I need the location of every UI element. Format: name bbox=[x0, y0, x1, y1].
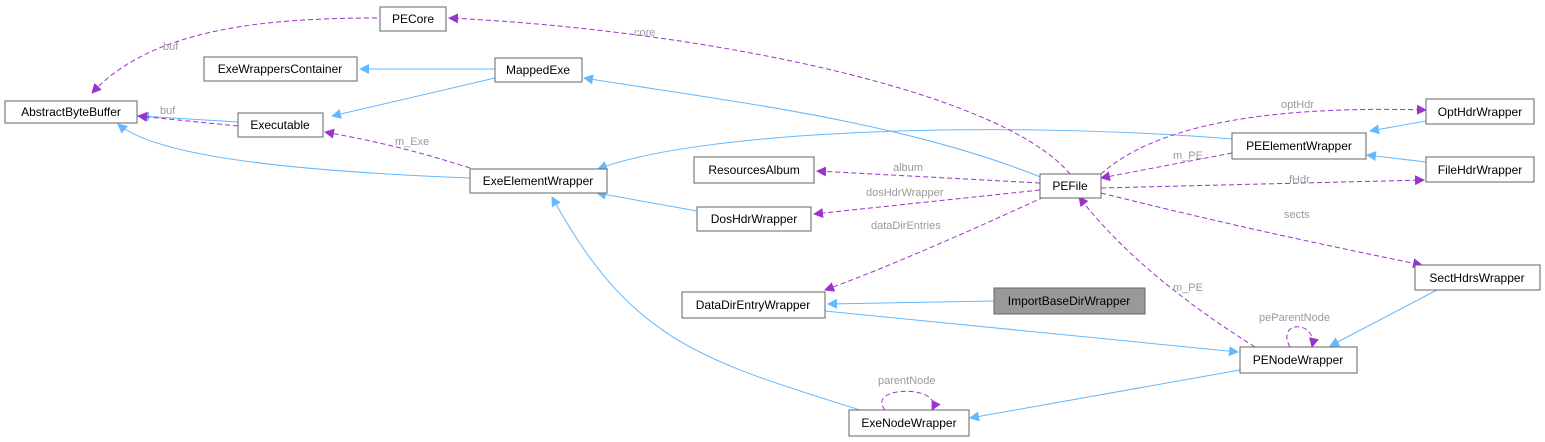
node-dos-hdr-wrapper[interactable]: DosHdrWrapper bbox=[696, 206, 812, 232]
node-executable[interactable]: Executable bbox=[237, 112, 324, 138]
edge-label-sects: sects bbox=[1284, 209, 1310, 221]
edge-label-core: core bbox=[634, 27, 655, 39]
node-label-dos-hdr-wrapper: DosHdrWrapper bbox=[711, 212, 797, 226]
edge-data-dir-entries: dataDirEntries bbox=[824, 196, 1045, 292]
edge-exe-element-wrapper-to-exe-node-wrapper bbox=[551, 196, 861, 411]
node-label-pefile: PEFile bbox=[1052, 179, 1088, 193]
node-data-dir-entry-wrapper[interactable]: DataDirEntryWrapper bbox=[681, 291, 826, 319]
node-pefile[interactable]: PEFile bbox=[1039, 173, 1102, 199]
edge-core: core bbox=[448, 13, 1071, 175]
node-import-base-dir-wrapper[interactable]: ImportBaseDirWrapper bbox=[993, 287, 1146, 315]
node-pecore[interactable]: PECore bbox=[379, 6, 447, 32]
node-exe-node-wrapper[interactable]: ExeNodeWrapper bbox=[848, 409, 970, 437]
node-opt-hdr-wrapper[interactable]: OptHdrWrapper bbox=[1425, 98, 1535, 125]
edge-sects: sects bbox=[1100, 192, 1423, 269]
edge-label-pe-parent-node: peParentNode bbox=[1259, 312, 1330, 324]
node-exe-wrappers-container[interactable]: ExeWrappersContainer bbox=[203, 56, 358, 82]
edge-pe-element-wrapper-to-opt-hdr-wrapper bbox=[1369, 120, 1427, 135]
node-pe-node-wrapper[interactable]: PENodeWrapper bbox=[1239, 346, 1358, 374]
edge-label-m-pe-top: m_PE bbox=[1173, 150, 1203, 162]
node-label-opt-hdr-wrapper: OptHdrWrapper bbox=[1438, 105, 1522, 119]
node-abstract-byte-buffer[interactable]: AbstractByteBuffer bbox=[4, 100, 138, 124]
edge-sect-hdrs-wrapper-to-pe-node-wrapper bbox=[1329, 289, 1438, 347]
edge-label-album: album bbox=[893, 162, 923, 174]
edge-executable-to-mapped-exe bbox=[331, 77, 496, 119]
edge-album: album bbox=[816, 162, 1041, 184]
edge-exe-node-wrapper-to-pe-node-wrapper bbox=[969, 369, 1241, 422]
edge-label-f-hdr: fHdr bbox=[1289, 174, 1310, 186]
edge-label-buf-executable: buf bbox=[160, 105, 176, 117]
edge-data-dir-entry-wrapper-to-import-base-dir-wrapper bbox=[827, 298, 995, 309]
node-resources-album[interactable]: ResourcesAlbum bbox=[693, 156, 815, 184]
edge-label-data-dir-entries: dataDirEntries bbox=[871, 220, 941, 232]
edge-pe-parent-node: peParentNode bbox=[1259, 312, 1330, 348]
node-label-import-base-dir-wrapper: ImportBaseDirWrapper bbox=[1008, 294, 1130, 308]
edge-m-exe: m_Exe bbox=[324, 128, 471, 169]
node-label-pe-node-wrapper: PENodeWrapper bbox=[1253, 353, 1344, 367]
edge-pe-element-wrapper-to-file-hdr-wrapper bbox=[1366, 151, 1427, 163]
edge-m-pe-bottom: m_PE bbox=[1078, 196, 1256, 348]
edge-f-hdr: fHdr bbox=[1100, 174, 1425, 189]
edge-mapped-exe-to-pefile bbox=[583, 74, 1044, 179]
edge-buf-executable: buf bbox=[137, 105, 239, 127]
node-mapped-exe[interactable]: MappedExe bbox=[494, 57, 583, 83]
node-label-data-dir-entry-wrapper: DataDirEntryWrapper bbox=[696, 298, 810, 312]
edge-abstract-byte-buffer-to-exe-element-wrapper bbox=[117, 123, 471, 179]
edge-label-m-pe-bottom: m_PE bbox=[1173, 282, 1203, 294]
node-label-exe-element-wrapper: ExeElementWrapper bbox=[483, 174, 594, 188]
edge-label-opt-hdr: optHdr bbox=[1281, 99, 1314, 111]
node-label-resources-album: ResourcesAlbum bbox=[708, 163, 799, 177]
node-label-exe-node-wrapper: ExeNodeWrapper bbox=[861, 416, 956, 430]
edge-buf-pecore: buf bbox=[91, 17, 378, 94]
edge-label-m-exe: m_Exe bbox=[395, 136, 429, 148]
node-exe-element-wrapper[interactable]: ExeElementWrapper bbox=[469, 168, 608, 194]
edge-parent-node: parentNode bbox=[878, 375, 941, 411]
edge-exe-element-wrapper-to-pe-element-wrapper bbox=[597, 129, 1233, 171]
node-label-mapped-exe: MappedExe bbox=[506, 63, 570, 77]
node-label-sect-hdrs-wrapper: SectHdrsWrapper bbox=[1429, 271, 1524, 285]
edge-data-dir-entry-wrapper-to-pe-node-wrapper bbox=[824, 310, 1239, 357]
node-label-pe-element-wrapper: PEElementWrapper bbox=[1246, 139, 1352, 153]
edge-label-buf-pecore: buf bbox=[163, 41, 179, 53]
node-label-file-hdr-wrapper: FileHdrWrapper bbox=[1438, 163, 1522, 177]
node-label-executable: Executable bbox=[250, 118, 310, 132]
node-file-hdr-wrapper[interactable]: FileHdrWrapper bbox=[1425, 156, 1535, 183]
node-label-pecore: PECore bbox=[392, 12, 434, 26]
edge-opt-hdr: optHdr bbox=[1100, 99, 1427, 175]
edge-exe-element-wrapper-to-dos-hdr-wrapper bbox=[596, 189, 698, 212]
node-label-exe-wrappers-container: ExeWrappersContainer bbox=[218, 62, 343, 76]
node-sect-hdrs-wrapper[interactable]: SectHdrsWrapper bbox=[1414, 264, 1541, 291]
edge-dos-hdr-wrapper: dosHdrWrapper bbox=[813, 187, 1041, 219]
node-pe-element-wrapper[interactable]: PEElementWrapper bbox=[1231, 132, 1367, 160]
edge-label-parent-node: parentNode bbox=[878, 375, 936, 387]
edge-m-pe-top: m_PE bbox=[1100, 150, 1233, 182]
edge-label-dos-hdr-wrapper: dosHdrWrapper bbox=[866, 187, 944, 199]
node-label-abstract-byte-buffer: AbstractByteBuffer bbox=[21, 105, 121, 119]
edge-abstract-byte-buffer-to-executable bbox=[139, 111, 239, 123]
